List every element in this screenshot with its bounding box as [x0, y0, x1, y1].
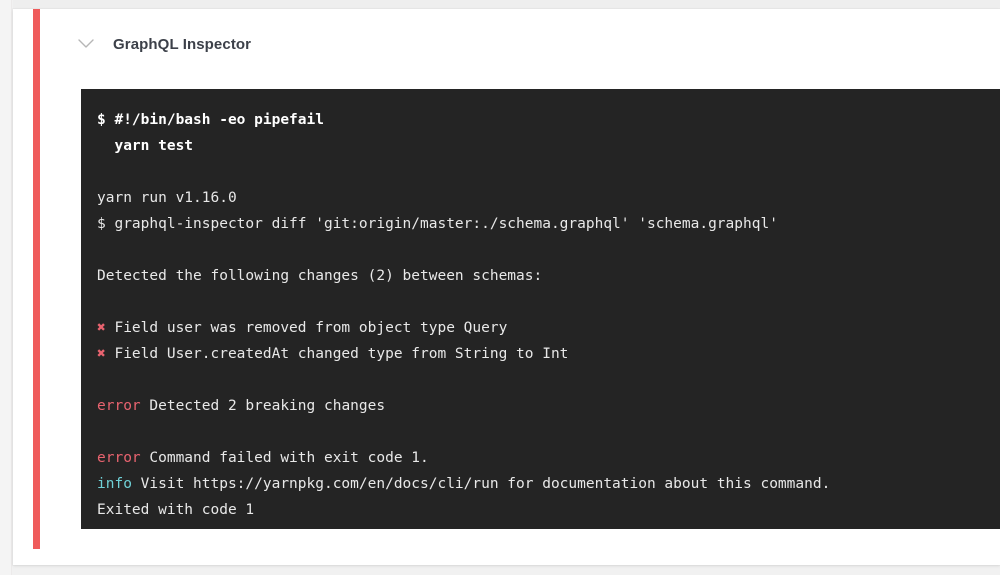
log-line: error Detected 2 breaking changes [97, 393, 1000, 419]
build-step-card: GraphQL Inspector $ #!/bin/bash -eo pipe… [13, 9, 1000, 565]
log-line: ✖ Field User.createdAt changed type from… [97, 341, 1000, 367]
log-line-text: Visit https://yarnpkg.com/en/docs/cli/ru… [131, 476, 831, 492]
log-line-text: Field user was removed from object type … [105, 320, 508, 336]
info-label: info [97, 476, 132, 492]
terminal-log[interactable]: $ #!/bin/bash -eo pipefail yarn test yar… [81, 89, 1000, 529]
log-line: info Visit https://yarnpkg.com/en/docs/c… [97, 471, 1000, 497]
log-line: ✖ Field user was removed from object typ… [97, 315, 1000, 341]
error-label: error [97, 450, 141, 466]
log-line [97, 367, 1000, 393]
log-line-text: Detected 2 breaking changes [140, 398, 386, 414]
top-cutoff-strip [13, 0, 1000, 9]
log-line-text: Command failed with exit code 1. [140, 450, 429, 466]
step-header[interactable]: GraphQL Inspector [53, 9, 1000, 79]
breaking-change-icon: ✖ [97, 346, 106, 362]
error-label: error [97, 398, 141, 414]
log-line [97, 237, 1000, 263]
log-line: Exited with code 1 [97, 502, 255, 518]
log-line [97, 159, 1000, 185]
breaking-change-icon: ✖ [97, 320, 106, 336]
log-line-text: Field User.createdAt changed type from S… [105, 346, 569, 362]
left-gutter [0, 0, 12, 575]
log-line: yarn run v1.16.0 [97, 190, 237, 206]
log-line: error Command failed with exit code 1. [97, 445, 1000, 471]
log-line: Detected the following changes (2) betwe… [97, 268, 543, 284]
log-line: $ graphql-inspector diff 'git:origin/mas… [97, 216, 778, 232]
log-line: yarn test [97, 138, 194, 154]
log-line [97, 419, 1000, 445]
page-title: GraphQL Inspector [113, 35, 252, 53]
log-line: $ #!/bin/bash -eo pipefail [97, 112, 324, 128]
log-line [97, 289, 1000, 315]
chevron-down-icon[interactable] [75, 33, 97, 55]
status-bar-failed [33, 9, 40, 549]
